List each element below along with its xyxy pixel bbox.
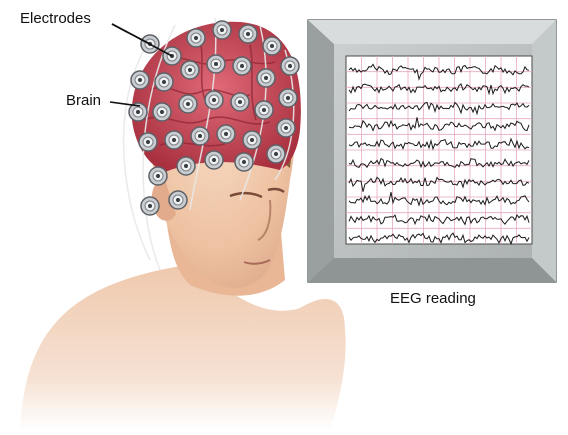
electrode-icon xyxy=(277,119,295,137)
electrode-icon xyxy=(263,37,281,55)
label-brain: Brain xyxy=(66,92,101,109)
electrode-icon xyxy=(141,197,159,215)
electrode-icon xyxy=(181,61,199,79)
electrode-icon xyxy=(177,157,195,175)
electrode-icon xyxy=(153,103,171,121)
electrode-icon xyxy=(165,131,183,149)
electrode-icon xyxy=(207,55,225,73)
electrode-icon xyxy=(281,57,299,75)
electrode-icon xyxy=(169,191,187,209)
eeg-monitor xyxy=(308,20,556,282)
electrode-icon xyxy=(231,93,249,111)
electrode-icon xyxy=(179,95,197,113)
electrode-icon xyxy=(239,25,257,43)
electrode-icon xyxy=(267,145,285,163)
electrode-icon xyxy=(187,29,205,47)
electrode-icon xyxy=(191,127,209,145)
electrode-icon xyxy=(205,151,223,169)
electrode-icon xyxy=(149,167,167,185)
label-eeg-reading: EEG reading xyxy=(390,290,476,307)
electrode-icon xyxy=(257,69,275,87)
electrode-icon xyxy=(233,57,251,75)
electrode-icon xyxy=(213,21,231,39)
electrode-icon xyxy=(235,153,253,171)
electrode-icon xyxy=(139,133,157,151)
electrode-icon xyxy=(205,91,223,109)
electrode-icon xyxy=(279,89,297,107)
label-electrodes: Electrodes xyxy=(20,10,91,27)
torso xyxy=(20,262,346,430)
electrode-icon xyxy=(131,71,149,89)
electrode-icon xyxy=(217,125,235,143)
electrode-icon xyxy=(243,131,261,149)
electrode-icon xyxy=(255,101,273,119)
electrode-icon xyxy=(155,73,173,91)
